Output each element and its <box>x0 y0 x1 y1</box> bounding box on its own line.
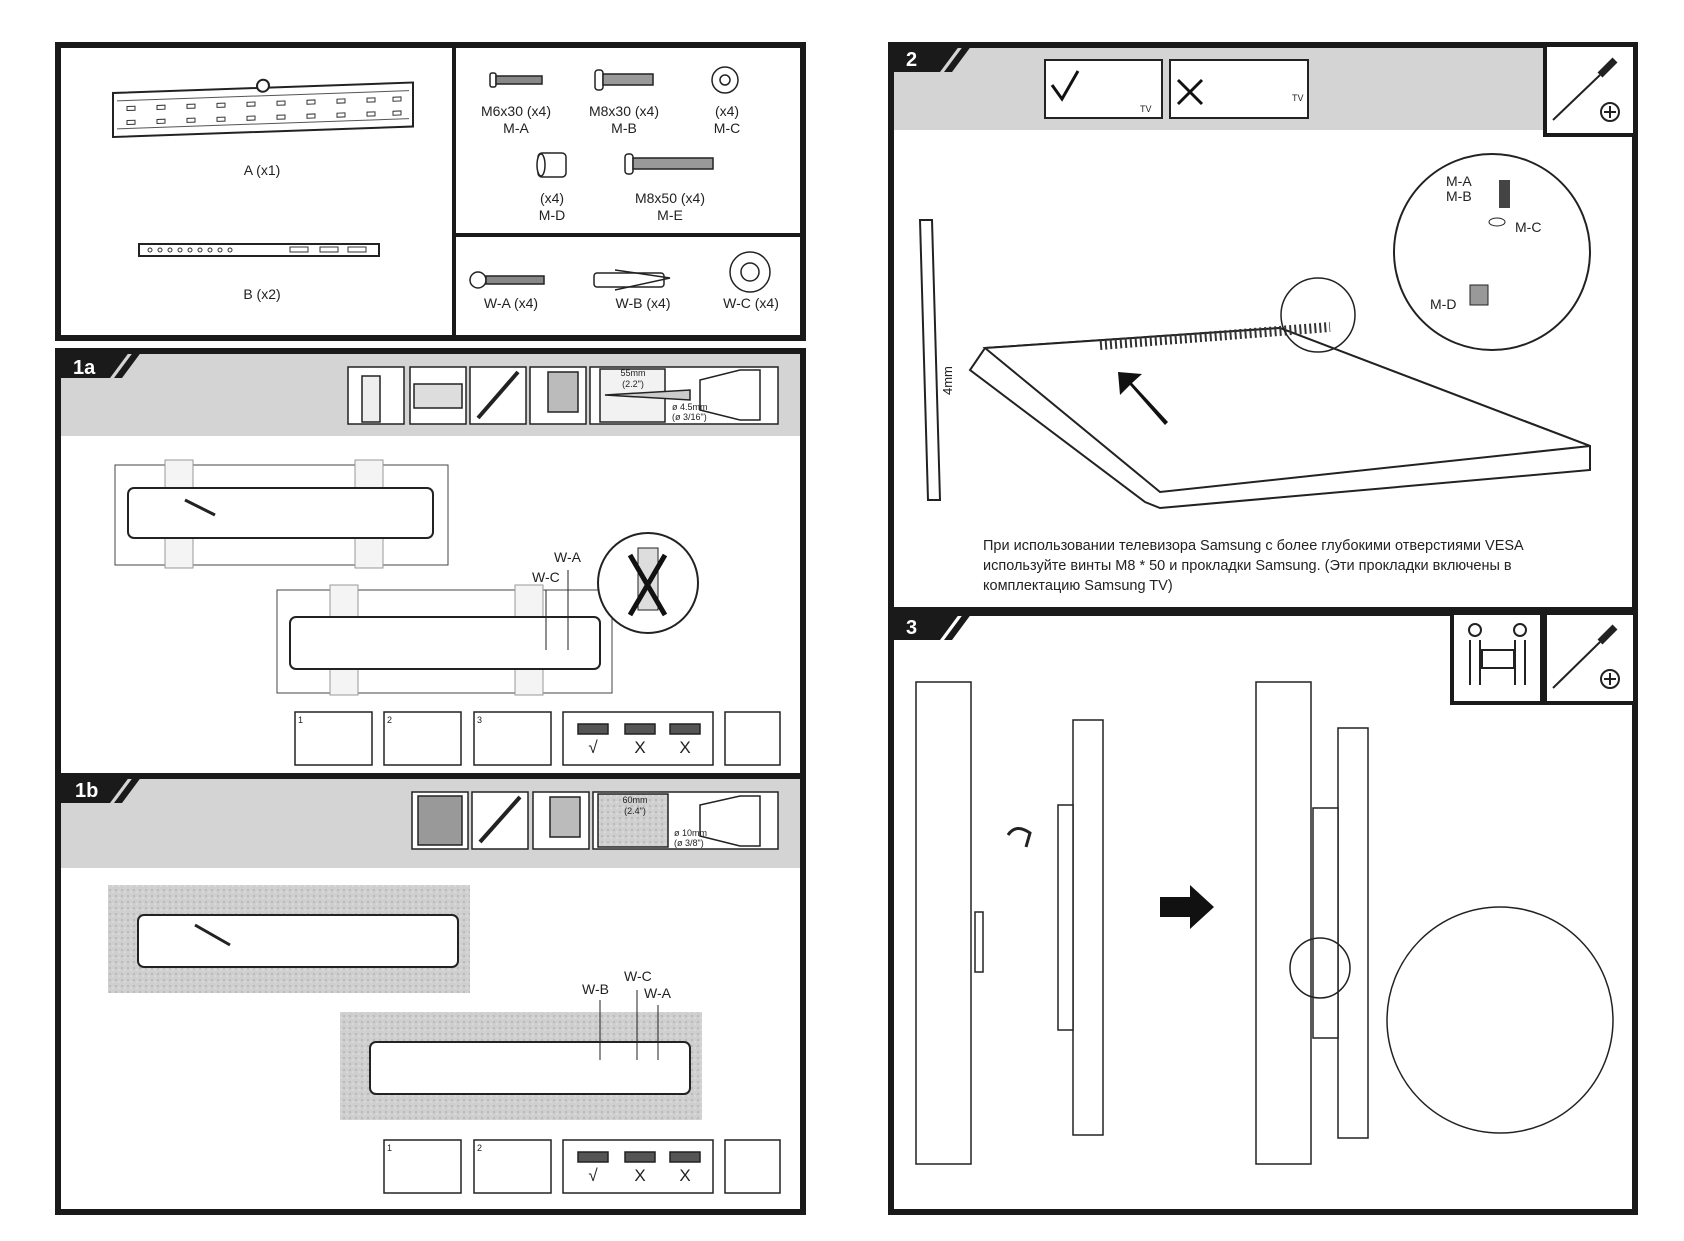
m-b-code: M-B <box>611 120 637 136</box>
substeps-1b <box>383 1139 781 1194</box>
bracket-b-label: B (x2) <box>243 286 281 302</box>
wall-mount-1b <box>108 885 702 1120</box>
step-3-panel <box>888 610 1638 1215</box>
w-b-label: W-B (x4) <box>615 295 671 311</box>
tools-icons-1a <box>347 366 779 425</box>
label-w-c-1a: W-C <box>532 569 560 585</box>
level-bad-1b: X <box>634 1166 646 1185</box>
bracket-a-label: A (x1) <box>243 162 281 178</box>
m-d-size: (x4) <box>539 190 565 206</box>
substep-2-1a: 2 <box>387 715 393 725</box>
m-b-size: M8x30 (x4) <box>588 103 660 119</box>
substep-2-1b: 2 <box>477 1143 483 1153</box>
substep-1-1b: 1 <box>387 1143 393 1153</box>
step-2-number: 2 <box>906 49 918 71</box>
level-bad-1a: X <box>634 738 646 757</box>
step-2-panel <box>888 42 1638 613</box>
m-a-code: M-A <box>503 120 529 136</box>
parts-panel <box>55 42 806 341</box>
step-1b-panel <box>55 773 806 1215</box>
hardware-drawings <box>469 66 771 293</box>
bracket-a-drawing <box>112 78 414 139</box>
m-c-size: (x4) <box>714 103 740 119</box>
drill-dia-in-1a: (ø 3/16") <box>672 412 707 422</box>
step-3-number: 3 <box>906 617 918 639</box>
label-m-d: M-D <box>1430 296 1457 312</box>
level-ok-1a: √ <box>588 738 598 757</box>
substep-1-1a: 1 <box>298 715 304 725</box>
w-c-label: W-C (x4) <box>723 295 779 311</box>
label-m-c: M-C <box>1515 219 1542 235</box>
step-1a-number: 1a <box>73 357 96 379</box>
tv-tag-bad: TV <box>1292 93 1304 103</box>
tools-icons-1b <box>411 791 779 850</box>
level-bad2-1b: X <box>679 1166 691 1185</box>
samsung-note: При использовании телевизора Samsung с б… <box>983 538 1523 594</box>
drill-depth-1b: 60mm <box>622 795 648 805</box>
label-w-a-1b: W-A <box>644 985 671 1001</box>
label-w-a-1a: W-A <box>554 549 581 565</box>
m-d-code: M-D <box>538 207 566 223</box>
label-m-a: M-A <box>1446 173 1472 189</box>
step-1a-panel <box>55 348 806 779</box>
w-a-label: W-A (x4) <box>483 295 539 311</box>
wall-mount-1a <box>114 459 699 696</box>
m-c-code: M-C <box>713 120 741 136</box>
drill-depth-in-1b: (2.4") <box>624 806 646 816</box>
bracket-b-drawing <box>138 243 380 257</box>
drill-dia-1b: ø 10mm <box>674 828 708 838</box>
drill-dia-in-1b: (ø 3/8") <box>674 838 704 848</box>
m-e-code: M-E <box>657 207 683 223</box>
drill-depth-in-1a: (2.2") <box>622 379 644 389</box>
step-1b-number: 1b <box>75 780 99 802</box>
drill-dia-1a: ø 4.5mm <box>672 402 708 412</box>
level-bad2-1a: X <box>679 738 691 757</box>
m-e-size: M8x50 (x4) <box>634 190 706 206</box>
label-m-b: M-B <box>1446 188 1472 204</box>
level-ok-1b: √ <box>588 1166 598 1185</box>
m-a-size: M6x30 (x4) <box>480 103 552 119</box>
tv-tag-ok: TV <box>1140 104 1152 114</box>
drill-depth-1a: 55mm <box>620 368 646 378</box>
gap-4mm-label: 4mm <box>940 366 955 395</box>
label-w-c-1b: W-C <box>624 968 652 984</box>
substep-3-1a: 3 <box>477 715 483 725</box>
label-w-b-1b: W-B <box>582 981 609 997</box>
substeps-1a <box>294 711 781 766</box>
